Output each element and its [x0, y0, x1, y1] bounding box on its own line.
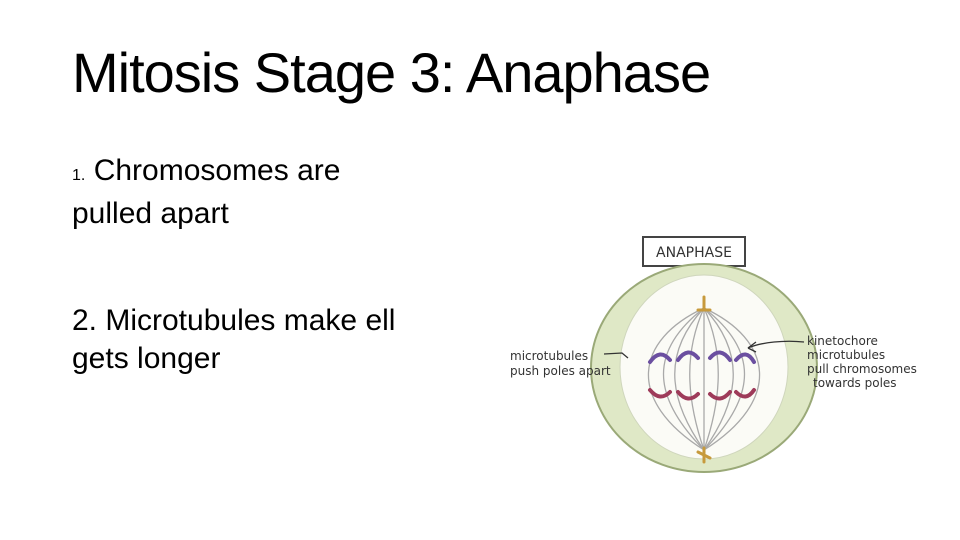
bullet-1-number: 1. — [72, 167, 85, 184]
bullet-1: 1. Chromosomes are pulled apart — [72, 152, 340, 233]
left-annotation-line-2: push poles apart — [510, 364, 611, 378]
right-annotation-line-1: kinetochore — [807, 334, 878, 348]
right-annotation-line-4: towards poles — [813, 376, 897, 390]
right-annotation-line-3: pull chromosomes — [807, 362, 917, 376]
slide-title: Mitosis Stage 3: Anaphase — [72, 38, 710, 108]
bullet-2-line-2: gets longer — [72, 342, 220, 375]
left-annotation-line-1: microtubules — [510, 349, 588, 363]
bullet-1-line-2: pulled apart — [72, 197, 229, 230]
anaphase-diagram: ANAPHASE — [500, 230, 940, 480]
left-annotation: microtubules push poles apart — [510, 349, 628, 378]
bullet-2-line-1: 2. Microtubules make ell — [72, 304, 395, 337]
bullet-1-line-1: Chromosomes are — [94, 154, 341, 187]
anaphase-label-box: ANAPHASE — [643, 237, 745, 266]
bullet-2: 2. Microtubules make ell gets longer — [72, 302, 395, 378]
anaphase-label-text: ANAPHASE — [656, 245, 732, 261]
right-annotation-line-2: microtubules — [807, 348, 885, 362]
